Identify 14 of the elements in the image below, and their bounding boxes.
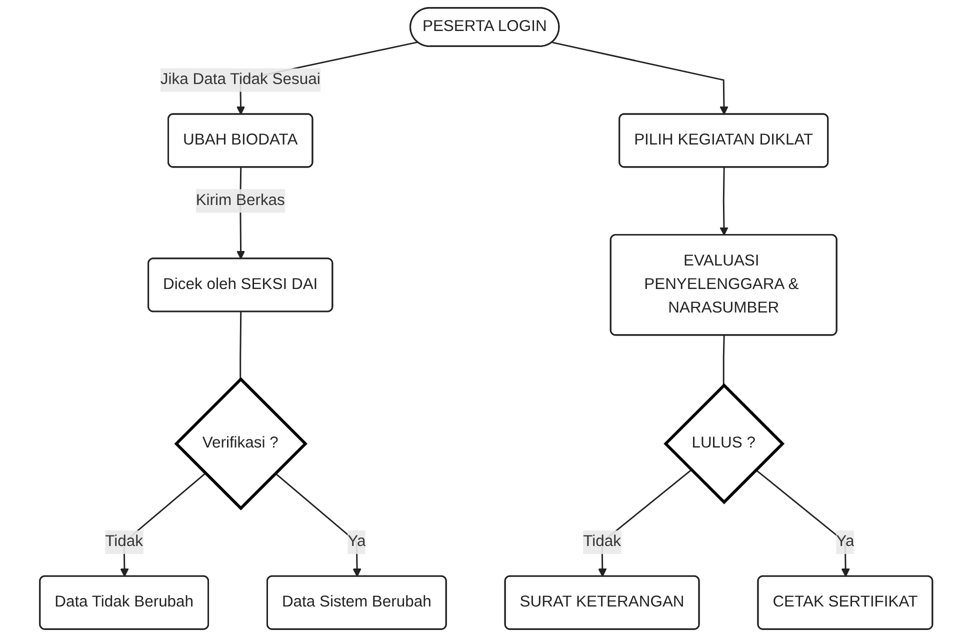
edge-label: Ya [836, 533, 854, 550]
edge-label: Jika Data Tidak Sesuai [160, 71, 320, 88]
node-diamond: Verifikasi ? [174, 377, 308, 510]
arrow [552, 42, 728, 115]
arrow [274, 472, 362, 577]
edge-label: Tidak [582, 533, 621, 550]
node-diamond: LULUS ? [663, 383, 784, 504]
edge-label: Kirim Berkas [196, 192, 285, 209]
edge-label: Tidak [105, 533, 143, 550]
edge-label: Ya [347, 533, 366, 550]
arrow [755, 469, 850, 577]
arrow [720, 168, 728, 236]
connector [239, 312, 242, 380]
connector [722, 335, 725, 386]
